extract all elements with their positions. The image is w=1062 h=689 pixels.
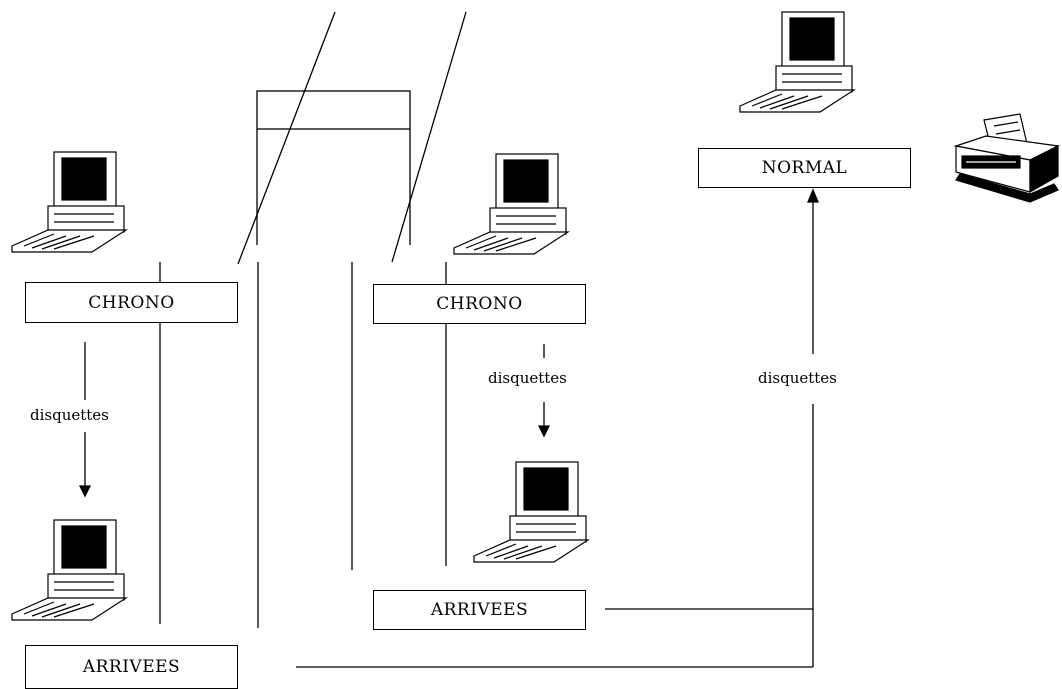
- edge-label-disquettes-middle: disquettes: [488, 369, 567, 387]
- normal-box: NORMAL: [698, 148, 911, 188]
- computer-icon: [739, 11, 856, 113]
- gate-box: [256, 90, 411, 130]
- arrivees-box-middle: ARRIVEES: [373, 590, 586, 630]
- computer-icon: [11, 151, 128, 253]
- printer-icon: [953, 113, 1060, 203]
- edge-label-disquettes-left: disquettes: [30, 406, 109, 424]
- chrono-box-middle: CHRONO: [373, 284, 586, 324]
- computer-icon: [453, 153, 570, 255]
- computer-icon: [473, 461, 590, 563]
- arrow-normal-head: [807, 188, 819, 203]
- arrow-left-head: [78, 485, 92, 498]
- diagonal-line-right: [391, 11, 467, 263]
- arrivees-box-left: ARRIVEES: [25, 645, 238, 689]
- arrow-mid-head: [537, 425, 551, 438]
- computer-icon: [11, 519, 128, 621]
- diagonal-line-left: [237, 11, 336, 265]
- edge-label-disquettes-right: disquettes: [758, 369, 837, 387]
- chrono-box-left: CHRONO: [25, 282, 238, 323]
